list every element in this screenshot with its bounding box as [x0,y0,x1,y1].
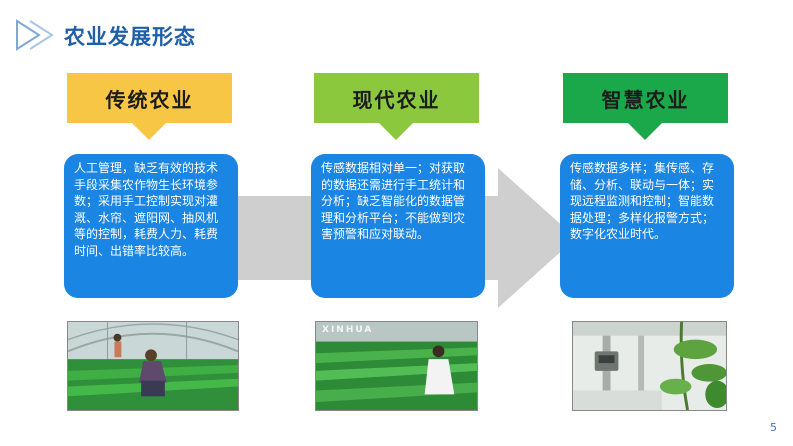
page-number: 5 [770,421,777,434]
stage-card-traditional: 人工管理，缺乏有效的技术手段采集农作物生长环境参数；采用手工控制实现对灌溉、水帘… [64,154,238,298]
down-arrow-icon [131,122,167,140]
stage-header-modern: 现代农业 [314,73,479,123]
photo-traditional-greenhouse [67,321,239,411]
triangle-arrows-icon [16,19,54,51]
stage-card-smart: 传感数据多样；集传感、存储、分析、联动与一体；实现远程监测和控制；智能数据处理；… [560,154,734,298]
photo-modern-greenhouse: XINHUA [315,321,478,411]
photo-watermark: XINHUA [322,325,374,335]
stage-header-traditional: 传统农业 [67,73,232,123]
big-arrow-icon [498,168,576,308]
down-arrow-icon [378,122,414,140]
stage-card-modern: 传感数据相对单一；对获取的数据还需进行手工统计和分析；缺乏智能化的数据管理和分析… [311,154,485,298]
stage-header-smart: 智慧农业 [563,73,728,123]
page-title: 农业发展形态 [64,25,196,49]
photo-smart-greenhouse [572,321,727,411]
down-arrow-icon [627,122,663,140]
